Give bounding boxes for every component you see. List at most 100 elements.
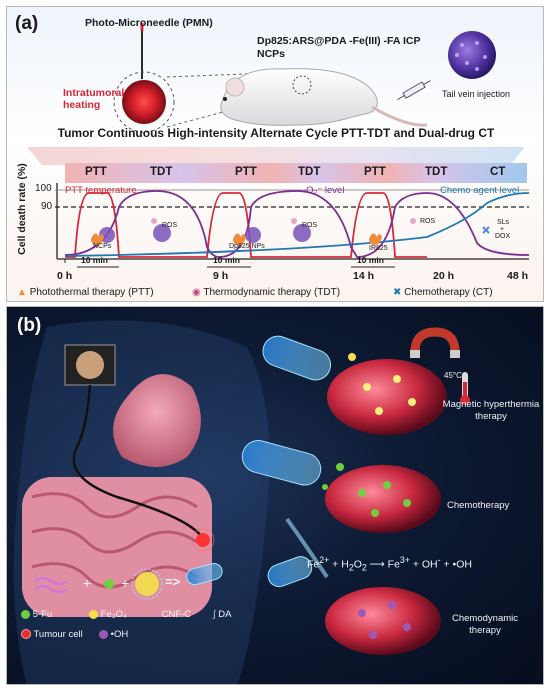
diagram-title: Tumor Continuous High-intensity Alternat… [57, 126, 495, 140]
tumor-outline [113, 71, 175, 133]
reaction-o: O [353, 558, 362, 571]
flame-marks [91, 233, 382, 245]
legend-ptt-label: Photothermal therapy (PTT) [29, 287, 154, 298]
chemo-level-label: Chemo agent level [440, 185, 520, 196]
5fu-particles [322, 463, 344, 490]
endoscope-view-icon [76, 351, 104, 379]
reaction-fe2-charge: 2+ [319, 555, 330, 565]
panel-b-label: (b) [17, 315, 42, 336]
time-tick-0: 0 h [57, 270, 73, 282]
legend-fe3o4-label: Fe₃O₄ [100, 609, 127, 620]
reaction-fe3-charge: 3+ [399, 555, 410, 565]
reaction-o-sub: 2 [361, 562, 367, 573]
assembly-plus-1: + [83, 575, 92, 591]
ros-particle-1 [153, 224, 171, 242]
tumor-2-nanoparticles [358, 481, 411, 517]
reaction-oh-charge: - [437, 555, 441, 565]
dp825-particle [245, 227, 261, 243]
assembly-arrow: => [165, 574, 181, 589]
assembly-plus-2: + [121, 575, 130, 591]
duration-label-3: 10 min [357, 255, 384, 265]
time-tick-48: 48 h [507, 270, 529, 282]
duration-label-1: 10 min [81, 255, 108, 265]
tumor-sphere-1 [327, 359, 447, 435]
legend-da: ∫ DA [213, 609, 231, 620]
reaction-h: H [341, 558, 349, 571]
ros-particle-2 [293, 224, 311, 242]
endoscope-cable-icon [72, 384, 203, 538]
panel-a-label: (a) [15, 13, 39, 34]
legend-cnf-label: CNF-C [161, 609, 192, 620]
phase-tdt-2: TDT [298, 166, 321, 178]
legend-tumour-label: Tumour cell [33, 629, 83, 640]
reaction-arrow-icon: ⟶ [369, 558, 385, 571]
tumor-sphere-2 [325, 465, 441, 533]
tumor-1-nanoparticles [363, 375, 416, 415]
flame-icon: ▲ [17, 287, 27, 298]
tumor-3-radicals [358, 601, 411, 639]
5fu-icon [21, 609, 30, 619]
legend-5fu: 5-Fu [21, 609, 52, 620]
stomach-icon [113, 374, 201, 467]
title-banner [27, 147, 525, 165]
tumour-cell-icon [21, 629, 31, 640]
duration-label-2: 10 min [213, 255, 240, 265]
y-tick-100: 100 [35, 183, 52, 194]
gut-illustration [13, 320, 470, 684]
reaction-oh-radical: •OH [452, 558, 472, 571]
mouse-illustration [113, 23, 496, 133]
time-tick-9: 9 h [213, 270, 229, 282]
legend-ct-label: Chemotherapy (CT) [404, 287, 493, 298]
legend-ptt: ▲ Photothermal therapy (PTT) [17, 287, 154, 298]
therapy-label-chemo: Chemotherapy [447, 500, 510, 511]
mouse-ear-icon [225, 77, 245, 97]
capsule-mid-icon [241, 440, 322, 486]
therapy-label-magnetic: Magnetic hyperthermia therapy [442, 399, 540, 422]
drug-icon: ✖ [393, 287, 402, 298]
ptt-temperature-label: PTT temperature [65, 185, 137, 196]
dox-icons [482, 226, 490, 234]
legend-da-label: DA [218, 609, 232, 620]
therapy-label-chemodynamic: Chemodynamic therapy [452, 613, 518, 636]
tumor-sphere-3 [325, 587, 441, 655]
legend-fe3o4: Fe₃O₄ [89, 609, 127, 620]
fe3o4-icon [89, 609, 98, 619]
annotation-ros-2: ROS [302, 222, 318, 229]
capsule-top-icon [262, 335, 332, 381]
legend-oh-label: •OH [110, 629, 129, 640]
capsule-bottom-icon [267, 556, 313, 588]
phase-ct: CT [490, 166, 506, 178]
ncps-label: Dp825:ARS@PDA -Fe(III) -FA ICP NCPs [257, 35, 421, 60]
legend-oh: •OH [99, 629, 128, 640]
ros-ghost-icons [151, 218, 416, 224]
intestinal-tumor-icon [196, 533, 210, 547]
fenton-reaction: Fe2+ + H2O2 ⟶ Fe3+ + OH- + •OH [307, 555, 472, 573]
o2-level-label: ·O₂⁻ level [303, 185, 345, 196]
legend-cnf: ∼ CNF-C [151, 609, 191, 620]
chemo-level-curve [64, 192, 530, 257]
oh-radical-icon [99, 629, 108, 639]
panel-a: (a) [6, 6, 544, 302]
da-icon: ∫ [213, 609, 216, 620]
therapy-curves [55, 183, 530, 268]
panel-b: (b) [6, 306, 544, 685]
mouse-body-icon [220, 68, 378, 126]
phase-tdt-3: TDT [425, 166, 448, 178]
thermometer-icon [460, 372, 470, 405]
legend-tdt: ◉ Thermodynamic therapy (TDT) [192, 287, 340, 298]
mouse-eye-icon [223, 97, 227, 101]
phase-ptt-3: PTT [364, 166, 386, 178]
trajectory-trail [285, 517, 329, 579]
syringe-icon [397, 80, 431, 101]
radical-icon: ◉ [192, 287, 201, 298]
reaction-fe3: Fe [387, 558, 400, 571]
tumor-icon [122, 80, 166, 124]
phase-ptt-1: PTT [85, 166, 107, 178]
injection-label: Tail vein injection [442, 89, 511, 99]
cnf-icon: ∼ [151, 609, 159, 620]
phase-bar [65, 163, 527, 183]
ptt-temperature-curve [65, 192, 427, 258]
annotation-ros-1: ROS [162, 222, 178, 229]
pmn-label: Photo-Microneedle (PMN) [85, 17, 213, 29]
time-tick-20: 20 h [433, 270, 455, 282]
